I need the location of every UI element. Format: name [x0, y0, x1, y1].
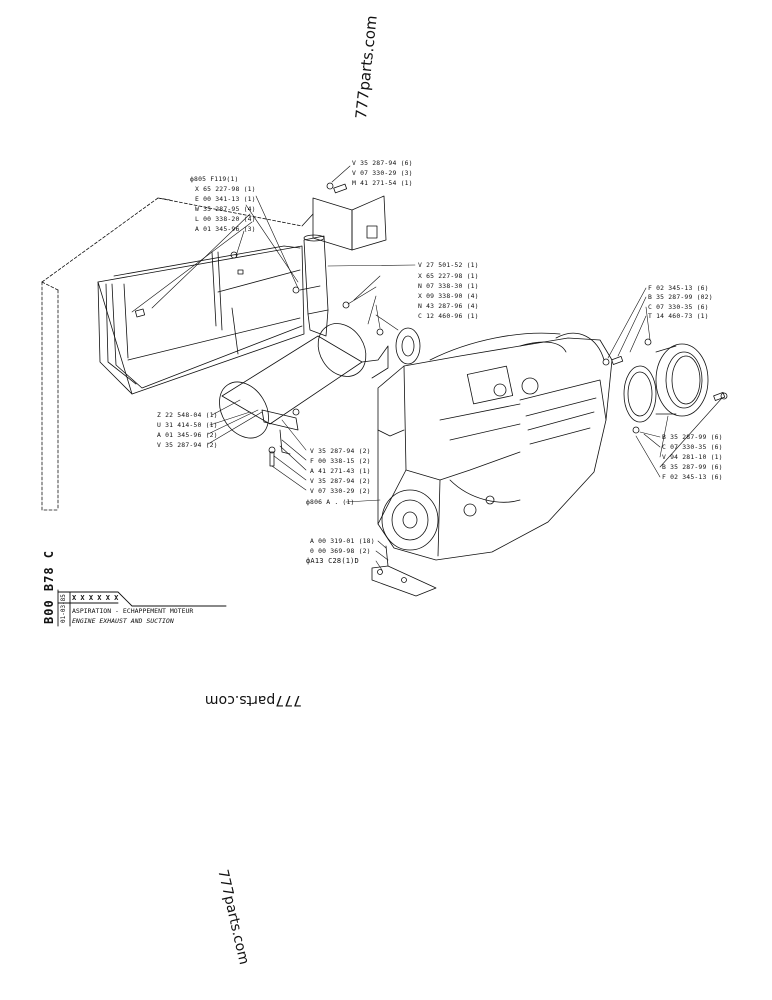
- exhaust-pipe: [292, 234, 350, 337]
- callout-label: N 07 338-30 (1): [418, 282, 479, 290]
- drawing-number: B00 B78 C: [42, 549, 56, 624]
- callout-label: C 07 330-35 (6): [662, 443, 723, 451]
- callout-label: V 07 330-29 (2): [310, 487, 371, 495]
- flange-assembly: [602, 338, 728, 434]
- engine: [377, 332, 613, 561]
- callout-label: A 01 345-96 (2): [157, 431, 218, 439]
- callout-label: V 07 330-29 (3): [352, 169, 413, 177]
- callout-label: F 00 338-15 (2): [310, 457, 371, 465]
- part-number: X X X X X X: [72, 594, 119, 602]
- leader-lines: [131, 165, 723, 571]
- callout-label: A 41 271-43 (1): [310, 467, 371, 475]
- callout-label: U 31 414-50 (1): [157, 421, 218, 429]
- callout-label: X 65 227-98 (1): [418, 272, 479, 280]
- callout-label: M 41 271-54 (1): [352, 179, 413, 187]
- callout-label: L 00 338-20 (4): [195, 215, 256, 223]
- title-block-frame: [57, 589, 227, 627]
- title-english: ENGINE EXHAUST AND SUCTION: [72, 617, 174, 625]
- callout-label: Z 22 548-04 (1): [157, 411, 218, 419]
- callout-label: B 35 287-99 (6): [662, 433, 723, 441]
- muffler-bracket: [261, 408, 300, 467]
- callout-label: B 35 287-99 (02): [648, 293, 713, 301]
- callout-label: T 14 460-73 (1): [648, 312, 709, 320]
- callout-label: W 35 287-95 (4): [195, 205, 256, 213]
- callout-label: N 43 287-96 (4): [418, 302, 479, 310]
- callout-label: C 12 460-96 (1): [418, 312, 479, 320]
- callout-label: X 09 338-90 (4): [418, 292, 479, 300]
- callout-label: V 27 501-52 (1): [418, 261, 479, 269]
- frame-outline: [41, 197, 303, 511]
- callout-label: ф805 F119(1): [190, 175, 239, 183]
- callout-label: ф806 A . (1): [306, 498, 355, 506]
- air-filter-tray: [97, 245, 305, 395]
- callout-label: V 35 287-94 (2): [157, 441, 218, 449]
- callout-label: фA13 C28(1)D: [306, 557, 359, 565]
- callout-label: V 35 287-94 (6): [352, 159, 413, 167]
- callout-label: A 00 319-01 (18): [310, 537, 375, 545]
- callout-label: V 35 287-94 (2): [310, 477, 371, 485]
- callout-label: F 02 345-13 (6): [662, 473, 723, 481]
- callout-label: F 02 345-13 (6): [648, 284, 709, 292]
- drawing-date: 01-03-85: [60, 594, 67, 623]
- engine-foot: [371, 545, 437, 597]
- muffler: [219, 323, 421, 439]
- callout-label: A 01 345-96 (3): [195, 225, 256, 233]
- callout-label: V 94 281-10 (1): [662, 453, 723, 461]
- callout-label: E 00 341-13 (1): [195, 195, 256, 203]
- callout-label: X 65 227-98 (1): [195, 185, 256, 193]
- callout-label: B 35 287-99 (6): [662, 463, 723, 471]
- title-french: ASPIRATION - ECHAPPEMENT MOTEUR: [72, 607, 194, 615]
- bracket-top: [301, 182, 387, 251]
- watermark-middle: 777parts.com: [204, 692, 302, 708]
- callout-label: V 35 287-94 (2): [310, 447, 371, 455]
- callout-label: 0 00 369-98 (2): [310, 547, 371, 555]
- callout-label: C 07 330-35 (6): [648, 303, 709, 311]
